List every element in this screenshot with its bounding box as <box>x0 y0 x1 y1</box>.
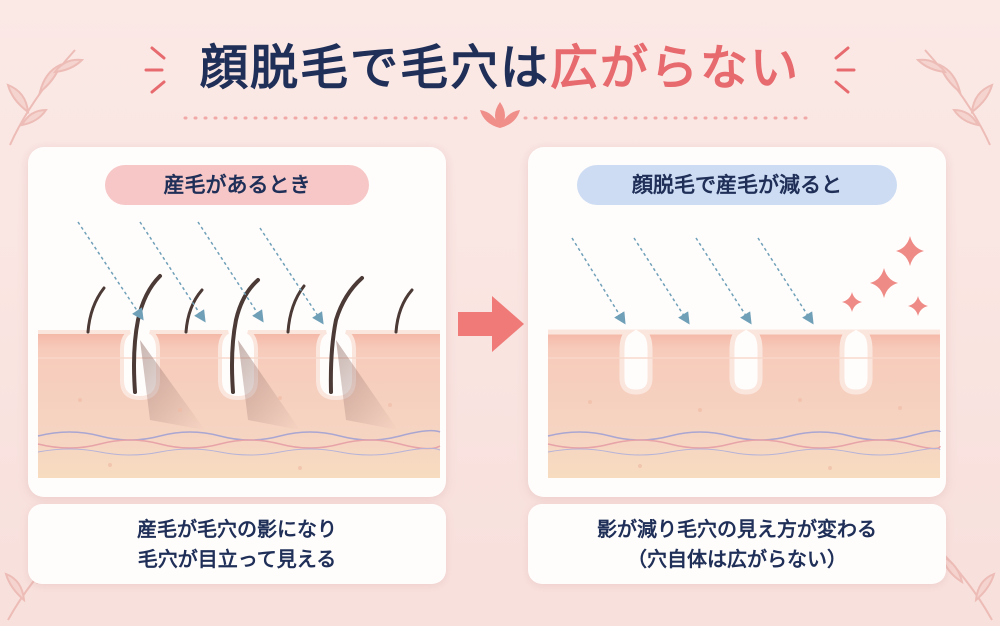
leaf-branch-icon <box>915 49 994 146</box>
caption-line: 毛穴が目立って見える <box>137 547 337 571</box>
light-ray-arrow-icon <box>571 237 814 325</box>
panel-tag: 産毛があるとき <box>105 165 369 205</box>
panel-tag: 顔脱毛で産毛が減ると <box>577 165 897 205</box>
skin-section-right <box>547 236 941 478</box>
lotus-icon <box>480 102 520 128</box>
caption-line: 産毛が毛穴の影になり <box>137 517 337 541</box>
caption-left: 産毛が毛穴の影になり 毛穴が目立って見える <box>28 504 446 584</box>
caption-right: 影が減り毛穴の見え方が変わる （穴自体は広がらない） <box>528 504 946 584</box>
sparkle-icon <box>842 236 928 316</box>
page-title-main: 顔脱毛で毛穴は <box>199 40 550 96</box>
leaf-branch-icon <box>6 49 85 146</box>
caption-line: （穴自体は広がらない） <box>627 547 847 571</box>
page-title-accent: 広がらない <box>550 40 801 96</box>
caption-line: 影が減り毛穴の見え方が変わる <box>597 517 877 541</box>
right-arrow-icon <box>458 296 524 352</box>
title-decoration <box>144 46 856 128</box>
skin-section-left <box>37 221 441 478</box>
light-ray-arrow-icon <box>77 221 324 325</box>
page-title: 顔脱毛で毛穴は広がらない <box>0 28 1000 98</box>
